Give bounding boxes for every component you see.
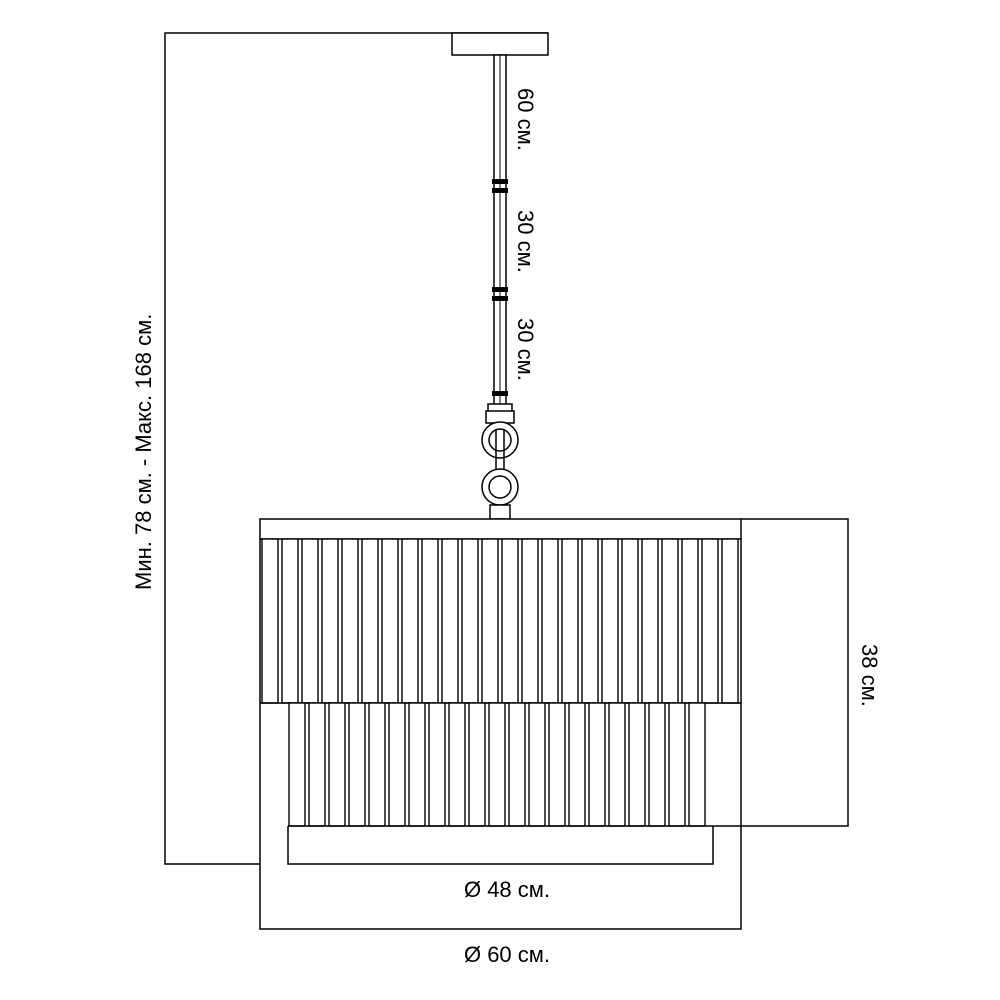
crystal-bar	[468, 702, 486, 827]
crystal-bar	[721, 538, 739, 704]
crystal-bar	[688, 702, 706, 827]
crystal-bar	[308, 702, 326, 827]
shade-height-dimension-line	[713, 518, 849, 827]
crystal-bar	[701, 538, 719, 704]
hanging-hook	[481, 403, 519, 520]
crystal-bar	[368, 702, 386, 827]
rod-joint	[492, 287, 508, 301]
ceiling-canopy	[451, 32, 549, 56]
outer-diameter-dimension-line	[259, 826, 742, 930]
crystal-bar	[541, 538, 559, 704]
crystal-bar	[641, 538, 659, 704]
rod-joint	[492, 179, 508, 193]
rod-segment-3-label: 30 см.	[513, 318, 538, 381]
suspension-rod	[492, 54, 508, 407]
inner-diameter-label: Ø 48 см.	[464, 877, 550, 902]
crystal-bar	[681, 538, 699, 704]
outer-diameter-label: Ø 60 см.	[464, 942, 550, 967]
crystal-bar	[661, 538, 679, 704]
crystal-bar	[421, 538, 439, 704]
crystal-bar	[281, 538, 299, 704]
crystal-bar	[348, 702, 366, 827]
crystal-bar	[481, 538, 499, 704]
crystal-bar	[501, 538, 519, 704]
crystal-bar	[601, 538, 619, 704]
crystal-bar	[441, 538, 459, 704]
crystal-bar	[408, 702, 426, 827]
crystal-bar	[628, 702, 646, 827]
inner-diameter-dimension-line	[287, 826, 714, 865]
crystal-bar	[528, 702, 546, 827]
lower-crystal-tier	[288, 702, 706, 827]
lamp-top-frame	[259, 518, 742, 540]
total-height-label: Мин. 78 см. - Макс. 168 см.	[131, 314, 156, 590]
crystal-bar	[448, 702, 466, 827]
crystal-bar	[621, 538, 639, 704]
rod-joint	[492, 391, 508, 396]
upper-crystal-tier	[261, 538, 739, 704]
crystal-bar	[561, 538, 579, 704]
crystal-bar	[361, 538, 379, 704]
crystal-bar	[261, 538, 279, 704]
crystal-bar	[341, 538, 359, 704]
crystal-bar	[521, 538, 539, 704]
shade-height-label: 38 см.	[857, 644, 882, 707]
rod-segment-2-label: 30 см.	[513, 210, 538, 273]
crystal-bar	[381, 538, 399, 704]
crystal-bar	[581, 538, 599, 704]
crystal-bar	[488, 702, 506, 827]
crystal-bar	[548, 702, 566, 827]
rod-segment-1-label: 60 см.	[513, 88, 538, 151]
crystal-bar	[301, 538, 319, 704]
crystal-bar	[288, 702, 306, 827]
crystal-bar	[321, 538, 339, 704]
crystal-bar	[608, 702, 626, 827]
crystal-bar	[668, 702, 686, 827]
crystal-bar	[461, 538, 479, 704]
crystal-bar	[428, 702, 446, 827]
crystal-bar	[588, 702, 606, 827]
crystal-bar	[388, 702, 406, 827]
crystal-bar	[401, 538, 419, 704]
total-height-dimension-line	[164, 32, 548, 865]
crystal-bar	[328, 702, 346, 827]
crystal-bar	[568, 702, 586, 827]
crystal-bar	[508, 702, 526, 827]
crystal-bar	[648, 702, 666, 827]
